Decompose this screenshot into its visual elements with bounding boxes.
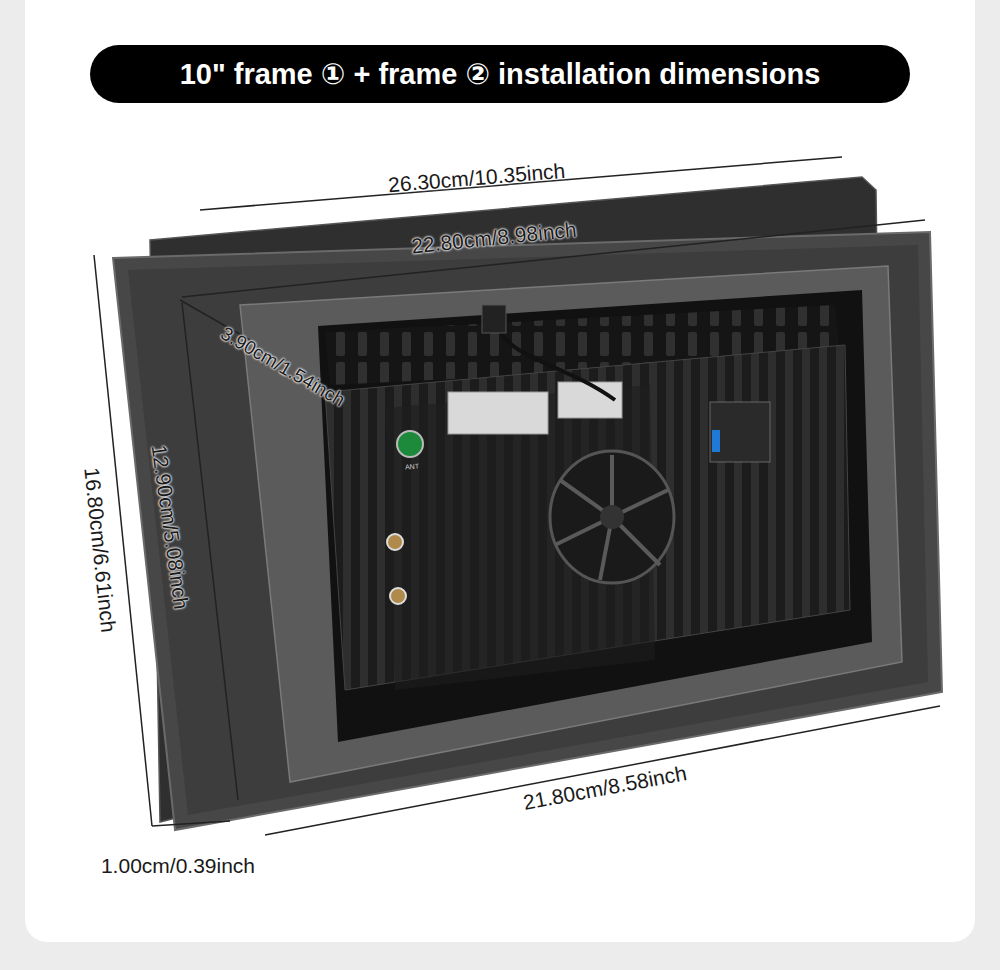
dimension-label: 26.30cm/10.35inch bbox=[388, 159, 567, 197]
fan-blades bbox=[555, 455, 668, 580]
unit-body bbox=[325, 345, 850, 690]
dimension-label: 12.90cm/5.08inch bbox=[147, 443, 194, 611]
dimension-label: 1.00cm/0.39inch bbox=[101, 854, 255, 878]
plug bbox=[482, 305, 506, 333]
dimension-label: 22.80cm/8.98inch bbox=[410, 218, 577, 259]
cable bbox=[495, 315, 615, 400]
connector bbox=[448, 392, 548, 434]
antenna-connector bbox=[390, 588, 406, 604]
dimension-label: 21.80cm/8.58inch bbox=[521, 761, 688, 815]
fan-hub bbox=[600, 505, 624, 529]
front-frame-face bbox=[128, 245, 928, 815]
fan bbox=[550, 451, 674, 583]
dimension-label: 16.80cm/6.61inch bbox=[79, 466, 120, 633]
front-frame bbox=[113, 232, 942, 830]
usb-port bbox=[710, 402, 770, 462]
card bbox=[25, 0, 975, 942]
fuse bbox=[712, 430, 720, 452]
dimension-lines bbox=[94, 157, 940, 835]
antenna-connector bbox=[387, 534, 403, 550]
inner-frame bbox=[240, 266, 902, 782]
ant-socket bbox=[397, 431, 423, 457]
dimension-label: 3.90cm/1.54inch bbox=[217, 323, 349, 412]
title-pill bbox=[90, 45, 910, 103]
frame-opening bbox=[318, 290, 872, 742]
title: 10" frame ① + frame ② installation dimen… bbox=[180, 57, 821, 91]
port-label: ANT bbox=[405, 462, 419, 470]
